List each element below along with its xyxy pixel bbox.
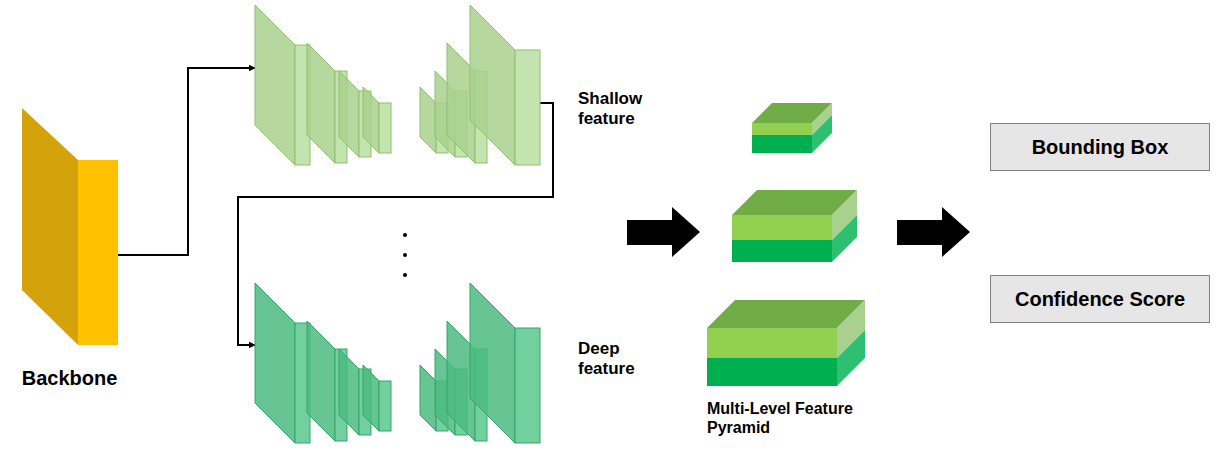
backbone-front-face bbox=[78, 160, 118, 345]
part-label: Multi-Level Feature Pyramid bbox=[707, 399, 857, 437]
continuation-dot bbox=[403, 233, 407, 237]
output-box: Bounding Box bbox=[990, 123, 1210, 171]
backbone-block: Backbone bbox=[22, 108, 118, 345]
feature-pyramid-art bbox=[707, 103, 867, 388]
part-label: Backbone bbox=[2, 366, 137, 390]
deep-feature-group-art bbox=[255, 283, 540, 443]
shallow-feature-group-art bbox=[255, 5, 540, 165]
feature-map-block bbox=[255, 283, 310, 443]
backbone-block-art bbox=[22, 108, 118, 345]
output-box: Confidence Score bbox=[990, 275, 1210, 323]
feature-pyramid: Multi-Level Feature Pyramid bbox=[707, 103, 867, 388]
output-label: Bounding Box bbox=[1005, 135, 1195, 159]
feature-map-block bbox=[470, 283, 540, 443]
continuation-dot bbox=[403, 253, 407, 257]
flow-connector bbox=[118, 68, 255, 255]
feature-map-block bbox=[470, 5, 540, 165]
continuation-dot bbox=[403, 273, 407, 277]
output-label: Confidence Score bbox=[1005, 287, 1195, 311]
flow-block-arrow bbox=[627, 207, 700, 257]
flow-block-arrow bbox=[897, 207, 970, 257]
pyramid-level bbox=[707, 300, 865, 386]
pyramid-level bbox=[732, 190, 857, 262]
feature-map-block bbox=[255, 5, 310, 165]
part-label: Shallow feature bbox=[578, 89, 660, 130]
deep-feature-group: Deep feature bbox=[255, 283, 540, 443]
shallow-feature-group: Shallow feature bbox=[255, 5, 540, 165]
pyramid-level bbox=[752, 103, 832, 153]
part-label: Deep feature bbox=[578, 339, 660, 380]
feature-map-block bbox=[363, 365, 391, 431]
feature-map-block bbox=[363, 87, 391, 153]
backbone-side-face bbox=[22, 108, 78, 345]
